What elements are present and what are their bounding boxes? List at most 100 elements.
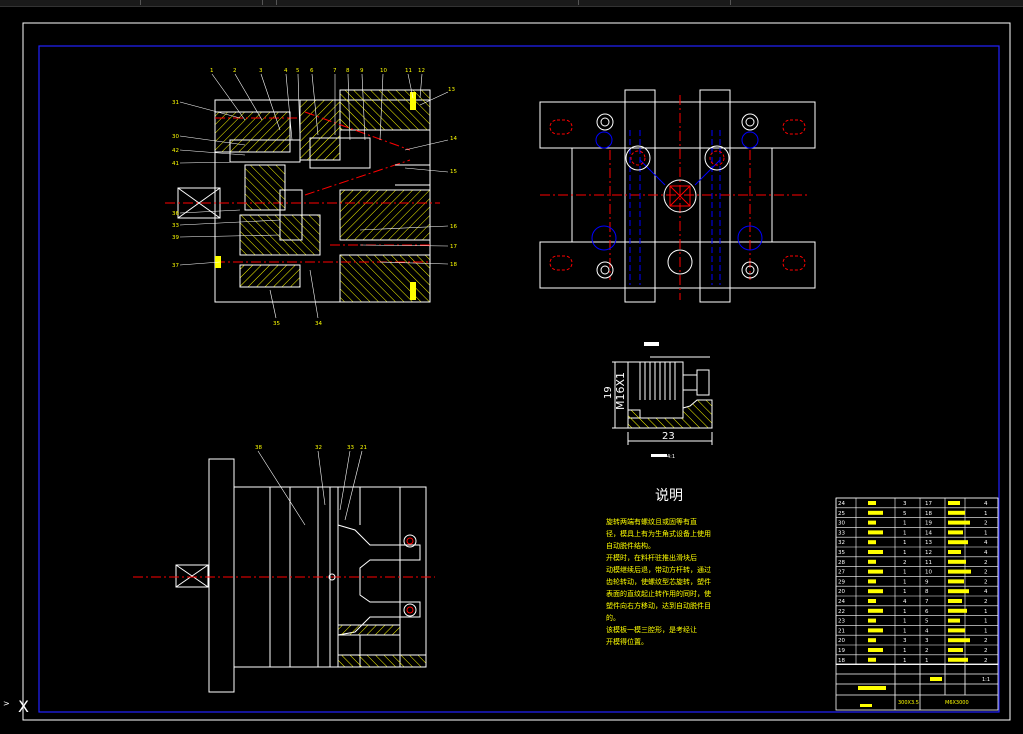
bom-cell: 14: [925, 530, 932, 536]
detail-label-marker: [644, 342, 659, 346]
bom-cell: 2: [984, 599, 988, 605]
toolbar-segment[interactable]: [278, 0, 579, 5]
notes-title: 说明: [655, 488, 683, 504]
bom-cell-material: [948, 579, 964, 584]
drawing-canvas[interactable]: 1 2 3 4 5 6 7 8 9 10 11 12 13 31 30 42 4…: [0, 7, 1023, 730]
bom-cell-material: [948, 589, 969, 594]
part-number: 42: [172, 148, 179, 154]
part-number: 33: [347, 445, 354, 451]
bom-cell: 1: [984, 530, 988, 536]
bom-cell-name: [868, 520, 876, 525]
bom-cell: 30: [838, 521, 845, 527]
note-line: 齿轮转动，使螺纹型芯旋转，塑件: [606, 577, 711, 586]
thread-detail-view[interactable]: M16X1 19 23 4:1: [603, 342, 713, 460]
core-hatch: [299, 99, 341, 161]
bom-cell: 12: [925, 550, 932, 556]
bom-cell-name: [868, 550, 883, 554]
part-number: 9: [360, 68, 364, 74]
bom-cell: 1: [903, 530, 907, 536]
bom-cell: 9: [925, 579, 929, 585]
bom-cell-name: [868, 510, 883, 515]
bom-cell: 28: [838, 560, 845, 566]
bom-cell: 1: [925, 658, 929, 664]
cavity-plate-hatch: [339, 89, 431, 131]
bom-cell-name: [868, 648, 883, 652]
note-line: 径，模具上有为生角式设备上使用: [606, 529, 711, 538]
part-number: 15: [450, 169, 457, 175]
clamp-plate-hatch: [214, 111, 291, 153]
part-number: 37: [172, 263, 179, 269]
bom-cell: 13: [925, 540, 932, 546]
bom-cell-name: [868, 559, 876, 564]
title-block[interactable]: [835, 663, 999, 711]
bom-cell-material: [948, 657, 968, 662]
detail-scale-caption: 4:1: [667, 454, 675, 460]
title-block-drawing-number: M6X3000: [945, 700, 969, 706]
part-number: 35: [273, 321, 280, 327]
part-number: 33: [172, 223, 179, 229]
bom-cell: 19: [925, 521, 932, 527]
bom-cell-material: [948, 559, 966, 564]
part-number: 8: [346, 68, 350, 74]
toolbar-segment[interactable]: [0, 0, 141, 5]
bom-cell: 20: [838, 638, 845, 644]
part-number: 3: [259, 68, 263, 74]
technical-notes: 说明 旋转两端有螺纹且或固等有直 径，模具上有为生角式设备上使用 自动脱件结构。…: [606, 488, 711, 646]
part-number: 14: [450, 136, 457, 142]
bom-cell: 2: [984, 521, 988, 527]
part-number: 39: [172, 235, 179, 241]
note-line: 开模时，在料杆驻推出滑块后: [606, 553, 697, 562]
title-block-scale: 1:1: [982, 677, 990, 683]
bom-cell: 35: [838, 550, 845, 556]
toolbar-segment[interactable]: [580, 0, 731, 5]
bom-cell-material: [948, 608, 967, 613]
part-number: 32: [315, 445, 322, 451]
side-view[interactable]: [133, 450, 435, 693]
bom-cell: 1: [903, 609, 907, 615]
part-number: 30: [172, 134, 179, 140]
bom-cell: 2: [925, 648, 929, 654]
bom-cell: 2: [984, 658, 988, 664]
bom-cell: 1: [903, 550, 907, 556]
note-line: 旋转两端有螺纹且或固等有直: [606, 517, 697, 526]
bom-cell: 18: [925, 511, 932, 517]
bom-cell-material: [948, 638, 970, 643]
bom-cell: 6: [925, 609, 929, 615]
bom-cell: 2: [984, 648, 988, 654]
bom-cell: 2: [984, 560, 988, 566]
toolbar-segment[interactable]: [142, 0, 263, 5]
bom-cell: 1: [984, 628, 988, 634]
cad-drawing[interactable]: 1 2 3 4 5 6 7 8 9 10 11 12 13 31 30 42 4…: [0, 7, 1023, 730]
toolbar-segment[interactable]: [734, 0, 1023, 5]
side-marker: >: [3, 699, 10, 708]
bom-cell: 24: [838, 501, 845, 507]
bom-cell: 4: [984, 501, 988, 507]
bom-cell: 2: [984, 638, 988, 644]
part-number: 7: [333, 68, 337, 74]
bom-cell: 1: [903, 540, 907, 546]
bom-cell: 1: [903, 628, 907, 634]
note-line: 该模板一模三腔形，是考经让: [606, 625, 697, 634]
bom-cell: 2: [903, 560, 907, 566]
plan-view[interactable]: [539, 89, 816, 303]
sheet-border: [38, 45, 1000, 713]
note-line: 塑件向右方移动，达到自动脱件目: [606, 601, 711, 610]
bom-cell: 8: [925, 589, 929, 595]
bom-cell: 1: [984, 609, 988, 615]
bom-cell: 21: [838, 628, 845, 634]
bom-cell: 1: [903, 619, 907, 625]
bom-cell: 19: [838, 648, 845, 654]
bom-cell: 1: [903, 521, 907, 527]
bom-cell: 10: [925, 570, 932, 576]
main-section-view[interactable]: [165, 89, 440, 303]
note-line: 的。: [606, 613, 620, 622]
bom-cell: 4: [903, 599, 907, 605]
pin-plate-hatch: [239, 264, 301, 288]
bom-cell: 24: [838, 599, 845, 605]
toolbar-segment[interactable]: [264, 0, 277, 5]
